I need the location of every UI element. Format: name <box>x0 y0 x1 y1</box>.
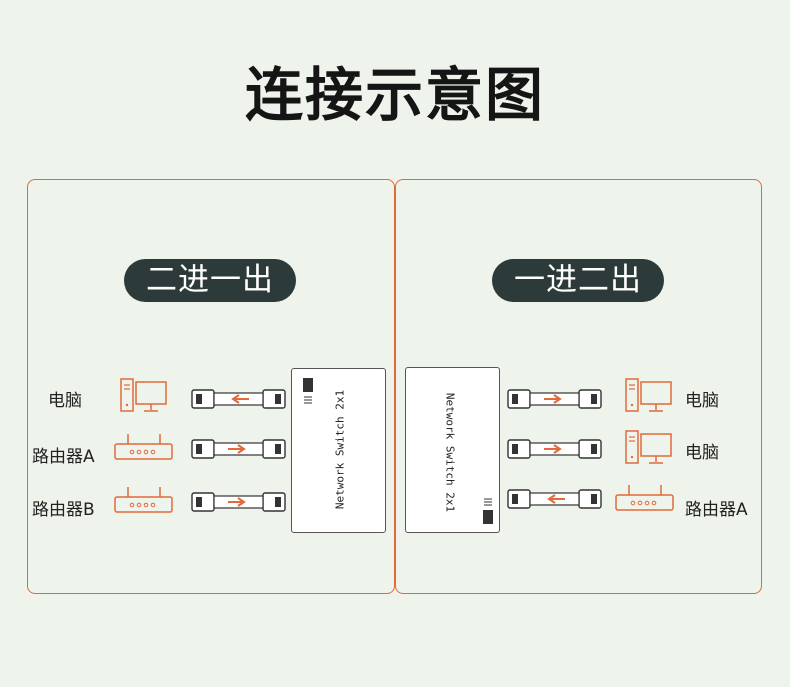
ethernet-cable-icon <box>507 389 602 409</box>
computer-icon <box>625 378 672 412</box>
device-label-router-b: 路由器B <box>32 500 95 520</box>
panel-one-in-two-out: 一进二出 Network Switch 2x1 <box>395 179 762 594</box>
ethernet-cable-icon <box>507 439 602 459</box>
device-label-computer: 电脑 <box>685 443 719 463</box>
router-icon <box>114 434 173 460</box>
device-label-computer: 电脑 <box>685 391 719 411</box>
computer-icon <box>625 430 672 464</box>
ethernet-cable-icon <box>191 439 286 459</box>
device-label-router-a: 路由器A <box>32 447 95 467</box>
device-label-router-a: 路由器A <box>685 500 748 520</box>
network-switch-box: Network Switch 2x1 <box>291 368 386 533</box>
switch-port-icon <box>303 378 313 404</box>
computer-icon <box>120 378 167 412</box>
device-label-computer: 电脑 <box>48 391 82 411</box>
page-title: 连接示意图 <box>244 61 545 129</box>
ethernet-cable-icon <box>507 489 602 509</box>
switch-label: Network Switch 2x1 <box>333 389 347 510</box>
router-icon <box>615 485 674 511</box>
switch-port-icon <box>483 498 493 524</box>
network-switch-box: Network Switch 2x1 <box>405 367 500 533</box>
ethernet-cable-icon <box>191 389 286 409</box>
panel-heading: 二进一出 <box>124 259 296 302</box>
switch-label: Network Switch 2x1 <box>443 392 457 513</box>
panel-heading: 一进二出 <box>492 259 664 302</box>
panel-two-in-one-out: 二进一出 电脑 路由器A 路由器B <box>27 179 395 594</box>
ethernet-cable-icon <box>191 492 286 512</box>
router-icon <box>114 487 173 513</box>
